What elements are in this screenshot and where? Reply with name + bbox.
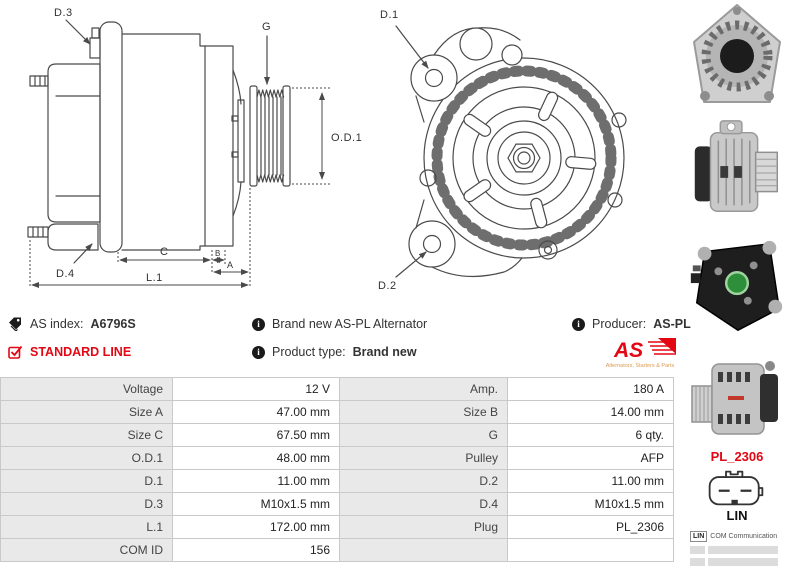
spec-table: Voltage 12 V Amp. 180 A Size A 47.00 mm … (0, 377, 674, 562)
placeholder-bar (690, 558, 705, 566)
spec-label: D.2 (339, 469, 508, 493)
plug-name: PL_2306 (710, 449, 764, 464)
as-index-value: A6796S (90, 317, 136, 331)
table-row: D.3 M10x1.5 mm D.4 M10x1.5 mm (0, 492, 674, 516)
info-icon: i (252, 345, 265, 359)
spec-label: Plug (339, 515, 508, 539)
spec-value: 172.00 mm (172, 515, 340, 539)
legend-pin: LIN (690, 531, 708, 542)
spec-value: 47.00 mm (172, 400, 340, 424)
spec-value: 67.50 mm (172, 423, 340, 447)
spec-value: M10x1.5 mm (507, 492, 674, 516)
spec-label: D.1 (0, 469, 173, 493)
spec-label: Voltage (0, 377, 173, 401)
technical-drawings: D.3 D.4 G O.D.1 C B A L.1 (0, 0, 688, 308)
dim-label-l1: L.1 (146, 272, 163, 284)
dim-label-b: B (215, 249, 221, 258)
spec-value: PL_2306 (507, 515, 674, 539)
spec-label: Size A (0, 400, 173, 424)
spec-value: 11.00 mm (172, 469, 340, 493)
legend-desc: COM Communication (710, 533, 778, 540)
spec-label (339, 538, 508, 562)
spec-label: L.1 (0, 515, 173, 539)
plug-pin-label: LIN (726, 508, 748, 523)
spec-label: O.D.1 (0, 446, 173, 470)
spec-value: AFP (507, 446, 674, 470)
logo-tagline: Alternators, Starters & Parts (606, 363, 675, 369)
dim-label-d2: D.2 (378, 280, 397, 292)
dim-label-d3: D.3 (54, 7, 73, 19)
as-index-label: AS index: (30, 317, 84, 331)
table-row: Voltage 12 V Amp. 180 A (0, 377, 674, 401)
spec-label: Amp. (339, 377, 508, 401)
product-type: i Product type: Brand new (252, 345, 417, 359)
producer-label: Producer: (592, 317, 647, 331)
spec-label: D.4 (339, 492, 508, 516)
dim-label-od1: O.D.1 (331, 132, 362, 144)
legend-row-placeholder (690, 558, 784, 566)
product-photo-rear[interactable] (690, 232, 784, 342)
spec-value: 14.00 mm (507, 400, 674, 424)
table-row: Size C 67.50 mm G 6 qty. (0, 423, 674, 447)
product-type-value: Brand new (352, 345, 417, 359)
standard-line-text: STANDARD LINE (30, 345, 132, 359)
table-row: COM ID 156 (0, 538, 674, 562)
spec-label: Size C (0, 423, 173, 447)
side-view-drawing: D.3 D.4 G O.D.1 C B A L.1 (27, 7, 362, 288)
brand-new-note: i Brand new AS-PL Alternator (252, 317, 427, 331)
producer: i Producer: AS-PL (572, 317, 691, 331)
dim-label-g: G (262, 21, 271, 33)
table-row: Size A 47.00 mm Size B 14.00 mm (0, 400, 674, 424)
producer-value: AS-PL (653, 317, 691, 331)
legend-row: LIN COM Communication (690, 531, 784, 542)
legend-row-placeholder (690, 546, 784, 554)
spec-value: 11.00 mm (507, 469, 674, 493)
product-photo-front[interactable] (690, 2, 784, 112)
dim-label-d4: D.4 (56, 268, 75, 280)
as-pl-logo: AS Alternators, Starters & Parts (600, 336, 680, 372)
spec-label: Size B (339, 400, 508, 424)
product-photo-side-left[interactable] (690, 350, 784, 446)
spec-value: 6 qty. (507, 423, 674, 447)
spec-label: Pulley (339, 446, 508, 470)
info-icon: i (572, 317, 585, 331)
spec-value: 156 (172, 538, 340, 562)
product-photo-side-right[interactable] (690, 115, 784, 225)
checkbox-icon (8, 345, 23, 359)
placeholder-bar (708, 558, 778, 566)
pin-legend: LIN COM Communication (690, 531, 784, 570)
table-row: D.1 11.00 mm D.2 11.00 mm (0, 469, 674, 493)
dim-label-d1: D.1 (380, 9, 399, 21)
spec-label: D.3 (0, 492, 173, 516)
spec-value: M10x1.5 mm (172, 492, 340, 516)
dim-label-a: A (227, 260, 234, 270)
spec-value (507, 538, 674, 562)
standard-line: STANDARD LINE (8, 345, 131, 359)
spec-value: 180 A (507, 377, 674, 401)
product-photos: PL_2306 LIN LIN COM Communication (688, 0, 786, 571)
info-icon: i (252, 317, 265, 331)
brand-new-text: Brand new AS-PL Alternator (272, 317, 428, 331)
spec-value: 12 V (172, 377, 340, 401)
dim-label-c: C (160, 246, 168, 258)
product-type-label: Product type: (272, 345, 346, 359)
tag-icon (9, 317, 21, 331)
placeholder-bar (708, 546, 778, 554)
spec-label: G (339, 423, 508, 447)
front-view-drawing: D.1 D.2 (378, 9, 627, 292)
placeholder-bar (690, 546, 705, 554)
plug-connector-drawing (708, 470, 764, 506)
spec-value: 48.00 mm (172, 446, 340, 470)
logo-text: AS (613, 339, 643, 362)
as-index: AS index: A6796S (8, 317, 136, 331)
table-row: O.D.1 48.00 mm Pulley AFP (0, 446, 674, 470)
table-row: L.1 172.00 mm Plug PL_2306 (0, 515, 674, 539)
spec-label: COM ID (0, 538, 173, 562)
